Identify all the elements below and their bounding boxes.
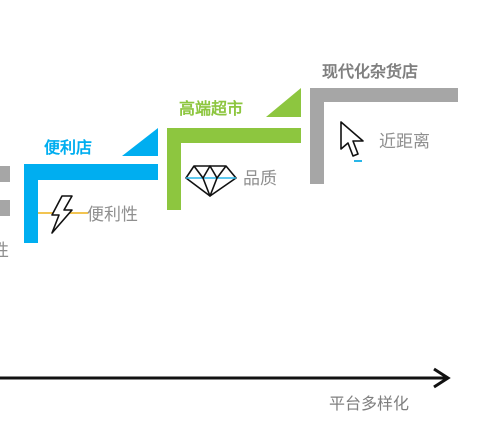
stage-title-premium-supermarket: 高端超市 [179,99,244,118]
step-shape-convenience-store [24,128,158,243]
feature-label-quality: 品质 [243,169,277,189]
stage-title-convenience-store: 便利店 [44,138,93,157]
diamond-icon [185,165,237,197]
step-triangle-green [266,88,301,117]
step-shape-partial [0,166,10,216]
axis-label: 平台多样化 [329,394,410,413]
feature-label-partial: 性 [0,241,9,261]
feature-label-convenience: 便利性 [87,205,138,225]
lightning-icon [38,195,88,234]
feature-label-proximity: 近距离 [379,132,430,152]
axis-arrow [0,367,451,389]
step-triangle-blue [122,128,158,156]
step-shape-modern-grocery [310,88,458,184]
stage-title-modern-grocery: 现代化杂货店 [322,62,419,81]
step-shape-premium-supermarket [167,88,301,210]
cursor-icon [340,121,364,162]
